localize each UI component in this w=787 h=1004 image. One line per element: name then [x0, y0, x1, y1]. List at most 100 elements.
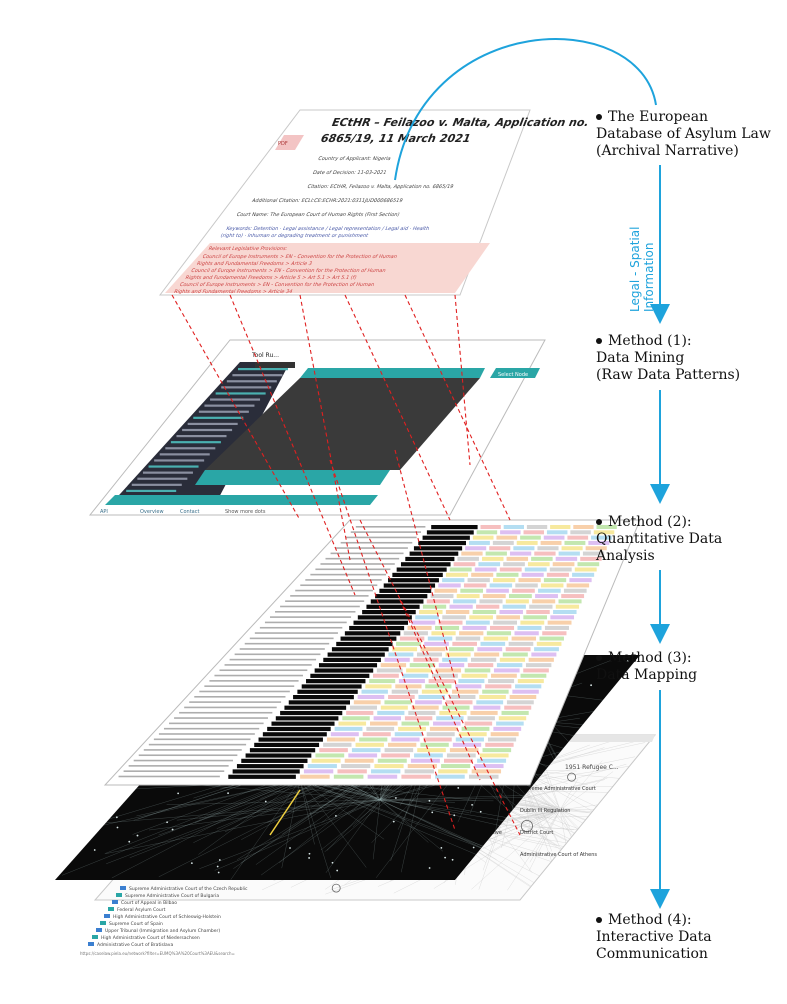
sheet-cell — [368, 775, 398, 779]
sheet-cell — [403, 674, 429, 678]
network-node — [73, 733, 75, 735]
sheet-cell — [515, 583, 537, 587]
sheet-cell — [338, 722, 366, 726]
sheet-cell — [369, 679, 395, 683]
sheet-black-cell — [315, 668, 374, 672]
sheet-cell — [323, 743, 351, 747]
sheet-black-cell — [263, 732, 327, 736]
sheet-cell — [354, 700, 381, 704]
sheet-text-line — [255, 632, 338, 634]
map-node-label: Dublin III Regulation — [520, 808, 570, 814]
doc-date: Date of Decision: 11-03-2021 — [312, 170, 388, 176]
sheet-cell — [473, 706, 500, 710]
sheet-text-line — [154, 739, 251, 741]
network-node — [610, 822, 612, 824]
doc-citation: Citation: ECtHR, Feilazoo v. Malta, Appl… — [306, 184, 454, 190]
sheet-cell — [496, 573, 518, 577]
sheet-text-line — [315, 569, 390, 571]
sheet-cell — [556, 605, 579, 609]
sheet-cell — [482, 557, 503, 561]
list-swatch — [112, 900, 118, 904]
sheet-cell — [356, 743, 384, 747]
sheet-cell — [507, 557, 528, 561]
sheet-text-line — [310, 574, 386, 576]
sheet-cell — [439, 711, 466, 715]
pdf-badge[interactable]: PDF — [278, 141, 288, 147]
sheet-cell — [522, 573, 544, 577]
sheet-cell — [410, 663, 435, 667]
tool-panel-row — [165, 447, 215, 449]
sheet-black-cell — [414, 546, 462, 550]
sheet-cell — [388, 743, 416, 747]
sheet-cell — [486, 589, 509, 593]
sheet-black-cell — [410, 552, 459, 556]
sheet-cell — [471, 573, 493, 577]
sheet-cell — [513, 546, 534, 550]
sheet-cell — [469, 615, 493, 619]
sheet-text-line — [225, 664, 312, 666]
list-item-label: Upper Tribunal (Immigration and Asylum C… — [105, 928, 220, 934]
sheet-cell — [510, 552, 531, 556]
sheet-cell — [484, 637, 508, 641]
tool-panel-row — [193, 417, 243, 419]
sheet-black-cell — [306, 679, 365, 683]
sheet-cell — [537, 642, 562, 646]
sheet-black-cell — [289, 700, 350, 704]
sheet-cell — [504, 706, 531, 710]
sheet-text-line — [331, 553, 404, 555]
sheet-text-line — [129, 765, 229, 767]
sheet-black-cell — [280, 711, 342, 715]
sheet-cell — [481, 642, 506, 646]
sheet-cell — [435, 626, 459, 630]
list-item-label: Administrative Court of Bratislava — [97, 942, 173, 948]
sheet-cell — [449, 695, 476, 699]
tool-panel-row — [227, 380, 277, 382]
network-node — [129, 726, 131, 728]
sheet-cell — [490, 626, 514, 630]
tool-panel-row — [132, 484, 182, 486]
legal-spatial-label: Legal - Spatial Information — [628, 272, 688, 312]
sheet-cell — [527, 525, 547, 529]
tool-tab: API — [100, 509, 108, 515]
network-node — [471, 804, 473, 806]
sheet-cell — [352, 748, 381, 752]
list-swatch — [100, 921, 106, 925]
sheet-black-cell — [431, 525, 477, 529]
sheet-black-cell — [332, 647, 389, 651]
sheet-black-cell — [384, 583, 435, 587]
network-node — [218, 872, 220, 874]
sheet-cell — [515, 631, 539, 635]
sheet-cell — [541, 541, 562, 545]
label-method-1: Method (1): Data Mining (Raw Data Patter… — [596, 333, 740, 384]
sheet-cell — [512, 690, 538, 694]
sheet-cell — [561, 594, 584, 598]
sheet-cell — [507, 700, 534, 704]
sheet-cell — [468, 663, 493, 667]
tool-panel-row — [143, 472, 193, 474]
sheet-text-line — [275, 611, 355, 613]
sheet-cell — [526, 663, 551, 667]
tool-panel-row — [177, 435, 227, 437]
sheet-cell — [468, 716, 495, 720]
sheet-text-line — [341, 542, 413, 544]
sheet-text-line — [245, 643, 329, 645]
sheet-cell — [458, 679, 484, 683]
sheet-cell — [358, 695, 385, 699]
bullet-icon — [596, 519, 602, 525]
sheet-cell — [300, 775, 330, 779]
sheet-black-cell — [328, 653, 385, 657]
sheet-cell — [499, 610, 522, 614]
network-node — [453, 814, 455, 816]
sheet-cell — [478, 562, 500, 566]
map-node — [585, 862, 592, 869]
sheet-cell — [572, 573, 594, 577]
network-node — [117, 827, 119, 829]
network-node — [177, 792, 179, 794]
sheet-cell — [493, 541, 514, 545]
sheet-cell — [405, 716, 432, 720]
network-node — [336, 870, 338, 872]
sheet-cell — [545, 626, 569, 630]
sheet-text-line — [184, 707, 277, 709]
sheet-cell — [503, 605, 526, 609]
sheet-cell — [504, 525, 524, 529]
